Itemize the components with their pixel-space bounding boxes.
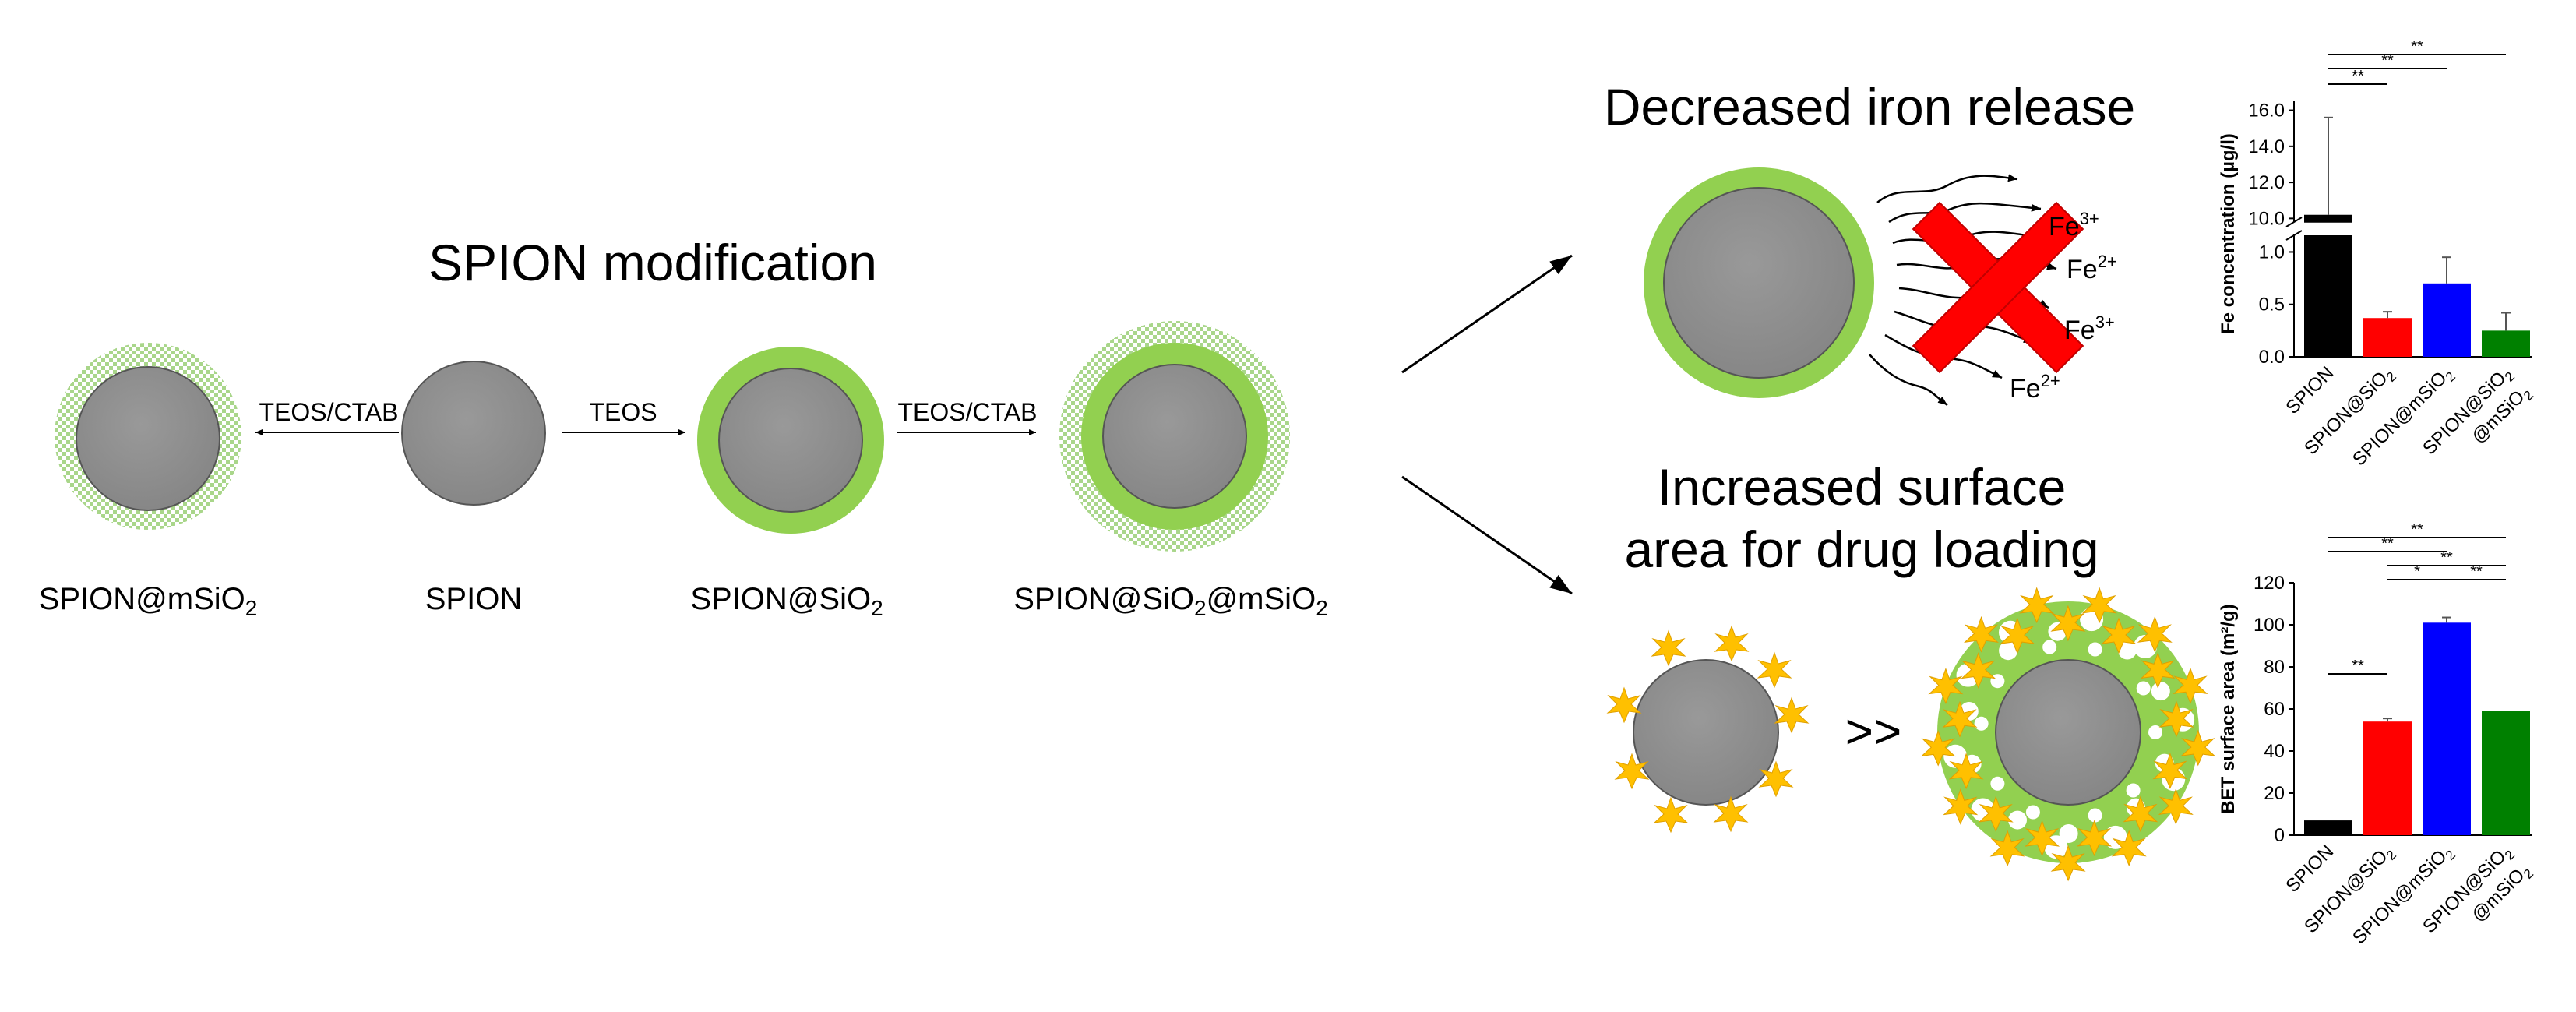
particle-core	[1102, 364, 1247, 509]
reaction-middle-label: TEOS	[589, 398, 657, 426]
significance-label: **	[2352, 68, 2364, 85]
significance-label: **	[2440, 549, 2453, 566]
particle-core	[1995, 659, 2141, 806]
pore	[2148, 725, 2162, 739]
reaction-right-label: TEOS/CTAB	[898, 398, 1038, 426]
comparison-symbol: >>	[1845, 705, 1901, 759]
particle-spion-msio2	[55, 343, 241, 530]
particle-core	[1663, 187, 1855, 379]
surface-heading-line2: area for drug loading	[1624, 520, 2099, 578]
iron-release-heading: Decreased iron release	[1604, 78, 2135, 136]
wavy-arrow	[1888, 202, 2042, 224]
pore	[1999, 641, 2018, 661]
fe-concentration-chart: 10.0 12.0 14.0 16.0 0.0 0.5 1.0 Fe concentratio…	[2218, 38, 2536, 470]
y-tick-label: 120	[2254, 573, 2285, 594]
y-tick-label: 14.0	[2248, 136, 2285, 157]
pore	[2008, 810, 2027, 830]
ion-label: Fe3+	[2049, 209, 2099, 242]
modification-title: SPION modification	[428, 234, 877, 291]
tick-label: SPION	[2282, 841, 2338, 897]
drug-star-icon	[1757, 652, 1792, 688]
ion-label: Fe2+	[2067, 252, 2117, 284]
label-spion-sio2: SPION@SiO2	[690, 582, 883, 620]
bar	[2363, 318, 2412, 357]
coated-particle	[1644, 167, 1874, 398]
bar	[2482, 711, 2530, 835]
bar	[2423, 622, 2471, 835]
y-axis-label: Fe concentration (µg/l)	[2218, 133, 2239, 334]
pore	[1990, 776, 2005, 791]
pore	[2025, 805, 2040, 820]
label-spion-sio2-msio2: SPION@SiO2@mSiO2	[1013, 582, 1328, 620]
pore	[2117, 640, 2137, 660]
porous-particle-with-drugs	[1921, 587, 2215, 881]
y-tick-label: 80	[2264, 657, 2285, 678]
pore	[2136, 681, 2151, 696]
pore	[2126, 783, 2141, 798]
label-spion-msio2: SPION@mSiO2	[39, 582, 258, 620]
pore	[2042, 640, 2057, 654]
ion-label: Fe2+	[2010, 371, 2060, 404]
pore	[2151, 682, 2170, 701]
bare-particle-with-drugs	[1607, 626, 1809, 833]
pore	[1943, 744, 1968, 768]
axis-break-icon	[2285, 217, 2303, 241]
label-spion: SPION	[425, 582, 522, 616]
pore	[2088, 642, 2102, 657]
y-tick-label: 0.5	[2259, 294, 2285, 316]
drug-star-icon	[1651, 630, 1686, 666]
significance-label: **	[2352, 658, 2364, 675]
y-tick-label: 16.0	[2248, 100, 2285, 122]
bar	[2363, 721, 2412, 835]
particle-core	[1633, 659, 1779, 806]
drug-star-icon	[1714, 626, 1749, 661]
particle-core	[401, 361, 546, 506]
significance-label: **	[2381, 535, 2394, 552]
bar-top	[2304, 214, 2352, 223]
pore	[2088, 808, 2102, 823]
particle-spion	[401, 361, 546, 506]
bar	[2423, 283, 2471, 357]
bar	[2482, 330, 2530, 357]
significance-label: **	[2470, 563, 2483, 580]
ion-label: Fe3+	[2064, 312, 2115, 345]
significance-label: **	[2411, 38, 2423, 55]
significance-label: *	[2414, 563, 2420, 580]
wavy-arrow	[1869, 354, 1948, 406]
particle-spion-sio2-msio2	[1059, 321, 1290, 552]
significance-label: **	[2381, 52, 2394, 69]
y-tick-label: 0.0	[2259, 347, 2285, 368]
y-tick-label: 20	[2264, 783, 2285, 804]
surface-heading-line1: Increased surface	[1658, 458, 2067, 516]
drug-star-icon	[1654, 797, 1688, 833]
arrow-to-surface-area	[1401, 475, 1573, 595]
pore	[2059, 824, 2078, 843]
y-tick-label: 40	[2264, 741, 2285, 762]
bar	[2304, 820, 2352, 835]
wavy-arrow	[1876, 174, 2018, 203]
particle-spion-sio2	[697, 347, 884, 534]
pore	[1974, 716, 1989, 731]
block-cross-icon	[1912, 201, 2084, 374]
y-tick-label: 60	[2264, 699, 2285, 720]
bar	[2304, 235, 2352, 357]
y-tick-label: 0	[2275, 825, 2285, 846]
y-tick-label: 10.0	[2248, 208, 2285, 229]
reaction-left-label: TEOS/CTAB	[259, 398, 399, 426]
significance-label: **	[2411, 521, 2423, 538]
particle-core	[718, 368, 863, 513]
y-tick-label: 12.0	[2248, 172, 2285, 193]
y-tick-label: 100	[2254, 615, 2285, 636]
particle-core	[76, 366, 220, 511]
y-axis-label: BET surface area (m²/g)	[2218, 604, 2239, 813]
arrow-to-iron-release	[1401, 254, 1573, 374]
tick-label: SPION	[2282, 362, 2338, 418]
y-tick-label: 1.0	[2259, 242, 2285, 263]
drug-star-icon	[1774, 697, 1809, 733]
